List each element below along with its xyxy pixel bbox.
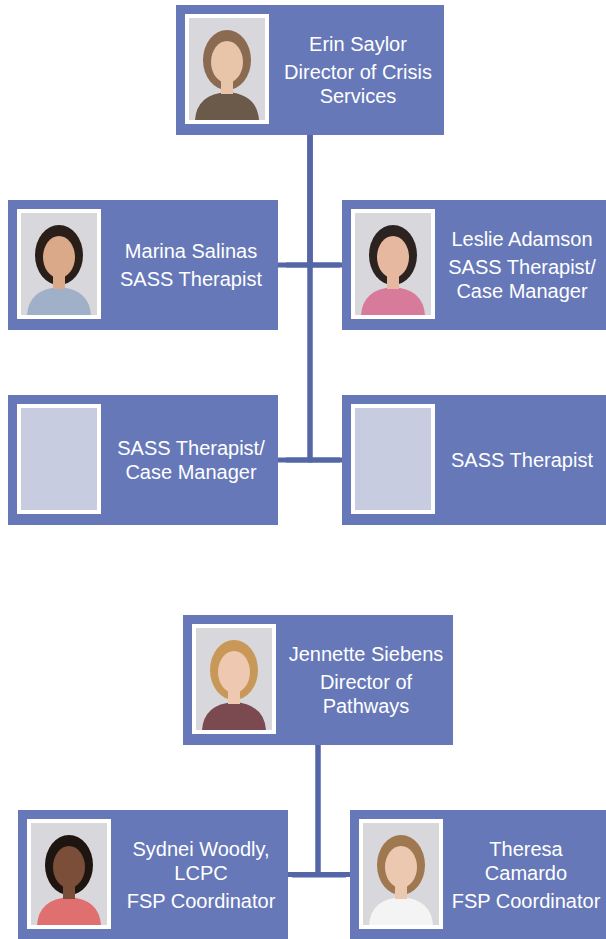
staff-box: Theresa CamardoFSP Coordinator bbox=[350, 810, 606, 939]
staff-name: Theresa Camardo bbox=[450, 837, 602, 885]
staff-name: Leslie Adamson bbox=[451, 227, 592, 251]
staff-name: Sydnei Woodly, LCPC bbox=[118, 837, 284, 885]
staff-photo bbox=[192, 624, 276, 734]
staff-box: Marina SalinasSASS Therapist bbox=[8, 200, 278, 330]
text-area: Marina SalinasSASS Therapist bbox=[108, 204, 274, 326]
staff-photo bbox=[17, 404, 101, 514]
org-connector bbox=[278, 135, 310, 265]
staff-photo bbox=[185, 14, 269, 124]
branch-bar bbox=[286, 263, 340, 268]
staff-role: Director of Pathways bbox=[283, 670, 449, 718]
staff-box: Leslie AdamsonSASS Therapist/ Case Manag… bbox=[342, 200, 606, 330]
org-connector bbox=[278, 135, 310, 460]
staff-photo bbox=[351, 209, 435, 319]
staff-role: FSP Coordinator bbox=[452, 889, 601, 913]
staff-role: SASS Therapist/ Case Manager bbox=[442, 255, 602, 303]
staff-role: FSP Coordinator bbox=[127, 889, 276, 913]
org-connector bbox=[318, 745, 350, 875]
staff-role: SASS Therapist bbox=[451, 448, 593, 472]
text-area: SASS Therapist bbox=[442, 399, 602, 521]
staff-role: Director of Crisis Services bbox=[276, 60, 440, 108]
text-area: Erin SaylorDirector of Crisis Services bbox=[276, 9, 440, 131]
staff-name: Jennette Siebens bbox=[289, 642, 444, 666]
branch-bar bbox=[292, 873, 346, 878]
text-area: SASS Therapist/ Case Manager bbox=[108, 399, 274, 521]
branch-bar bbox=[286, 458, 340, 463]
staff-photo bbox=[359, 819, 443, 929]
staff-box: Jennette SiebensDirector of Pathways bbox=[183, 615, 453, 745]
org-connector bbox=[288, 745, 318, 875]
staff-role: SASS Therapist bbox=[120, 267, 262, 291]
staff-box: SASS Therapist bbox=[342, 395, 606, 525]
text-area: Theresa CamardoFSP Coordinator bbox=[450, 814, 602, 935]
org-connector bbox=[310, 135, 342, 265]
staff-photo bbox=[17, 209, 101, 319]
staff-box: SASS Therapist/ Case Manager bbox=[8, 395, 278, 525]
staff-photo bbox=[27, 819, 111, 929]
text-area: Leslie AdamsonSASS Therapist/ Case Manag… bbox=[442, 204, 602, 326]
staff-photo bbox=[351, 404, 435, 514]
staff-name: Erin Saylor bbox=[309, 32, 407, 56]
staff-name: Marina Salinas bbox=[125, 239, 257, 263]
text-area: Sydnei Woodly, LCPC FSP Coordinator bbox=[118, 814, 284, 935]
staff-role: SASS Therapist/ Case Manager bbox=[108, 436, 274, 484]
org-connector bbox=[310, 135, 342, 460]
staff-box: Erin SaylorDirector of Crisis Services bbox=[176, 5, 444, 135]
text-area: Jennette SiebensDirector of Pathways bbox=[283, 619, 449, 741]
staff-box: Sydnei Woodly, LCPC FSP Coordinator bbox=[18, 810, 288, 939]
